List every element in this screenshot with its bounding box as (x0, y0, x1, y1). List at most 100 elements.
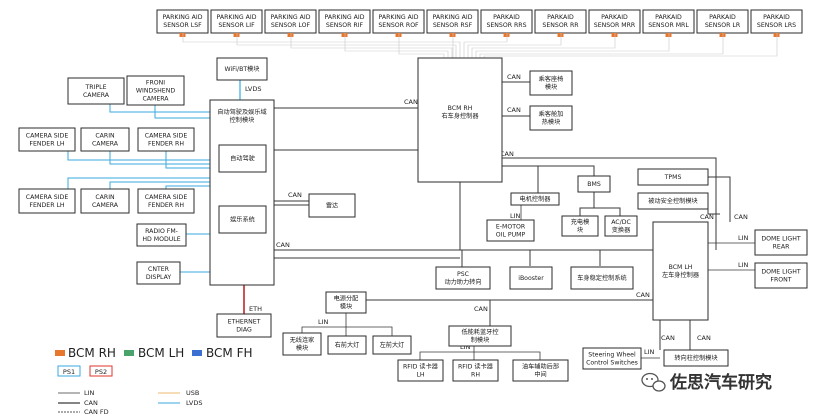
box-motor-controller: 电机控制器 (510, 192, 560, 206)
box-label: BCM RH (448, 105, 473, 112)
bcm-rh-marker (287, 33, 294, 37)
box-radio: RADIO FM-HD MODULE (136, 223, 187, 247)
parking-sensor-label: PARKAID (493, 14, 520, 21)
box-label: BMS (587, 181, 601, 188)
parking-sensor-label: SENSOR LRS (757, 22, 796, 29)
parking-sensor-label: PARKAID (763, 14, 790, 21)
box-label: 中间 (534, 371, 546, 379)
label-can-10: CAN (636, 291, 650, 299)
label-can-2: CAN (507, 73, 521, 81)
box-label: CAMERA (92, 202, 119, 209)
module-boxes: WiFi/BT模块TRIPLECAMERAFRONIWINDSHENDCAMER… (18, 57, 808, 382)
parking-sensor-label: PARKING AID (271, 14, 311, 21)
box-label: FENDER RH (148, 202, 184, 209)
label-eth: ETH (249, 305, 262, 313)
legend-ps1-label: PS1 (63, 368, 75, 376)
label-lvds: LVDS (245, 85, 262, 93)
box-label: CARIN (95, 133, 115, 140)
box-label: 转向柱控制模块 (674, 354, 717, 362)
box-label: CAMERA SIDE (26, 133, 69, 140)
box-label: DOME LIGHT (761, 236, 801, 243)
sensor-bus-lines (182, 33, 778, 58)
bcm-rh-marker (557, 33, 564, 37)
box-label: CNTER (148, 266, 170, 273)
box-bms: BMS (577, 175, 611, 193)
label-lin-5: LIN (318, 318, 329, 326)
parking-sensor-label: PARKAID (547, 14, 574, 21)
bcm-rh-marker (719, 33, 726, 37)
legend-can-label: CAN (84, 399, 98, 407)
parking-sensor-label: SENSOR ROF (378, 22, 419, 29)
box-label: 车身稳定控制系统 (577, 274, 627, 282)
parking-sensor-label: SENSOR LR (705, 22, 741, 29)
box-label: RFID 读卡器 (403, 363, 439, 371)
box-label: OIL PUMP (496, 232, 526, 239)
box-label: E-MOTOR (496, 224, 526, 231)
box-label: 电源分配 (334, 295, 359, 303)
box-label: 左车身控制器 (662, 271, 700, 279)
legend-bcm-fh-label: BCM FH (206, 346, 253, 360)
connection-lines (67, 80, 755, 360)
box-label: Steering Wheel (588, 352, 636, 359)
box-label: WINDSHEND (136, 88, 175, 95)
parking-sensor-label: PARKING AID (379, 14, 419, 21)
box-label: 低能耗蓝牙控 (461, 328, 498, 336)
box-label: 雷达 (326, 202, 338, 210)
label-can-6: CAN (288, 191, 302, 199)
label-can-13: CAN (697, 334, 711, 342)
legend-ps2-label: PS2 (95, 368, 107, 376)
wechat-icon (641, 372, 666, 392)
legend-bcm-fh-swatch (192, 350, 202, 356)
label-can-3: CAN (507, 106, 521, 114)
bcm-rh-marker (179, 33, 186, 37)
box-label: FENDER LH (29, 202, 64, 209)
box-label: CAMERA SIDE (26, 194, 69, 201)
legend-usb-label: USB (186, 389, 199, 397)
parking-sensor-label: SENSOR LOF (271, 22, 311, 29)
box-ibooster: iBooster (509, 266, 553, 290)
box-label: 模块 (545, 83, 557, 91)
legend-bcm-lh-label: BCM LH (138, 346, 184, 360)
box-passive-safety: 被动安全控制模块 (637, 192, 709, 210)
box-label: DOME LIGHT (761, 269, 801, 276)
box-stability: 车身稳定控制系统 (570, 266, 634, 290)
box-label: 热模块 (542, 118, 561, 126)
box-adas-sub: 自动驾驶 (218, 144, 267, 173)
box-label: RFID 读卡器 (458, 363, 494, 371)
legend-bcm-rh-swatch (55, 350, 65, 356)
box-label: 电机控制器 (520, 195, 552, 203)
label-can-8: CAN (700, 213, 714, 221)
box-label: 无线连家 (290, 336, 315, 344)
box-label: WiFi/BT模块 (224, 65, 259, 73)
box-label: 模块 (296, 344, 308, 352)
parking-sensor-label: PARKING AID (433, 14, 473, 21)
box-label: 乘客座椅 (539, 75, 564, 83)
box-label: 变换器 (612, 226, 631, 234)
box-label: iBooster (518, 275, 544, 282)
legend-canfd-label: CAN FD (84, 408, 109, 416)
box-label: CAMERA SIDE (145, 194, 188, 201)
parking-sensor-label: SENSOR LIF (218, 22, 255, 29)
box-steering-column: 转向柱控制模块 (663, 349, 729, 367)
